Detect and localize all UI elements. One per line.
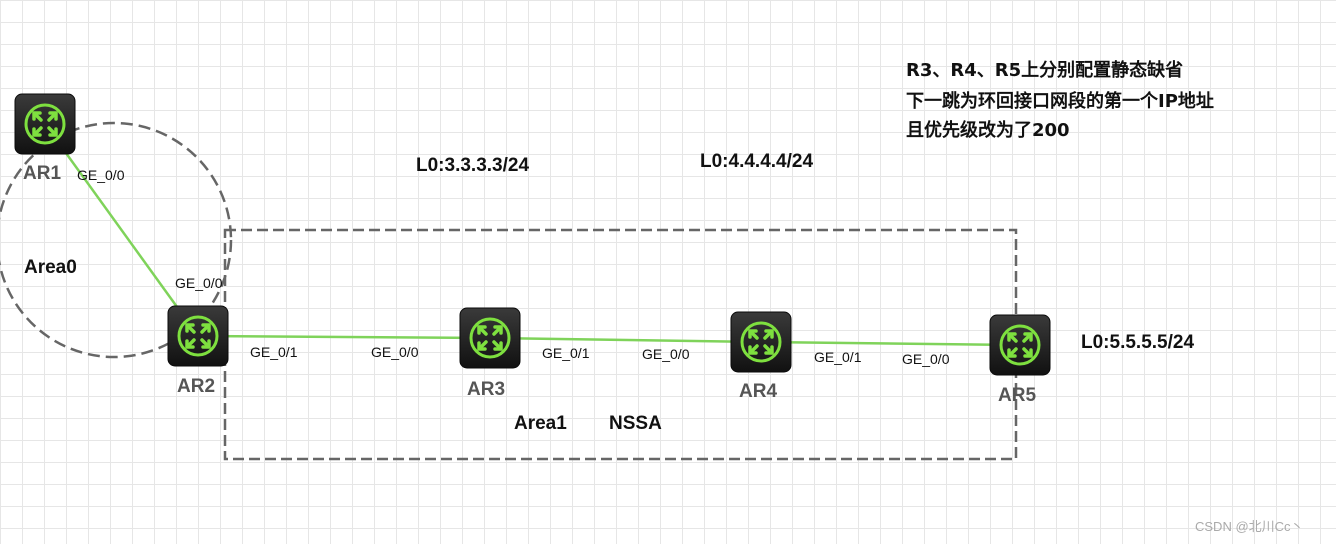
port-label-ar1-ge00: GE_0/0 (77, 167, 125, 183)
area1-label: Area1 (514, 413, 567, 434)
router-label-ar1: AR1 (23, 163, 61, 184)
port-label-ar4-ge01: GE_0/1 (814, 349, 862, 365)
router-ar5[interactable] (988, 313, 1052, 377)
router-label-ar4: AR4 (739, 381, 777, 402)
note-line-3: 且优先级改为了200 (906, 119, 1070, 141)
area0-boundary (0, 121, 233, 359)
router-icon (458, 306, 522, 370)
loopback-label-ar5: L0:5.5.5.5/24 (1081, 332, 1194, 353)
router-label-ar5: AR5 (998, 385, 1036, 406)
router-ar1[interactable] (13, 92, 77, 156)
nssa-label: NSSA (609, 413, 662, 434)
port-label-ar2-ge00: GE_0/0 (175, 275, 223, 291)
port-label-ar4-ge00: GE_0/0 (642, 346, 690, 362)
area0-label: Area0 (24, 257, 77, 278)
router-icon (13, 92, 77, 156)
router-icon (729, 310, 793, 374)
router-ar2[interactable] (166, 304, 230, 368)
port-label-ar2-ge01: GE_0/1 (250, 344, 298, 360)
router-label-ar3: AR3 (467, 379, 505, 400)
port-label-ar3-ge00: GE_0/0 (371, 344, 419, 360)
loopback-label-ar4: L0:4.4.4.4/24 (700, 151, 813, 172)
link-ar1-ar2 (43, 123, 200, 337)
port-label-ar5-ge00: GE_0/0 (902, 351, 950, 367)
watermark: CSDN @北川Cc丶 (1195, 519, 1304, 534)
link-ar4-ar5 (760, 340, 1021, 347)
router-label-ar2: AR2 (177, 376, 215, 397)
link-ar2-ar3 (197, 334, 491, 340)
note-line-2: 下一跳为环回接口网段的第一个IP地址 (906, 90, 1214, 112)
router-icon (988, 313, 1052, 377)
router-ar4[interactable] (729, 310, 793, 374)
note-line-1: R3、R4、R5上分别配置静态缺省 (906, 59, 1183, 81)
link-ar3-ar4 (489, 336, 762, 344)
router-ar3[interactable] (458, 306, 522, 370)
port-label-ar3-ge01: GE_0/1 (542, 345, 590, 361)
router-icon (166, 304, 230, 368)
loopback-label-ar3: L0:3.3.3.3/24 (416, 155, 529, 176)
